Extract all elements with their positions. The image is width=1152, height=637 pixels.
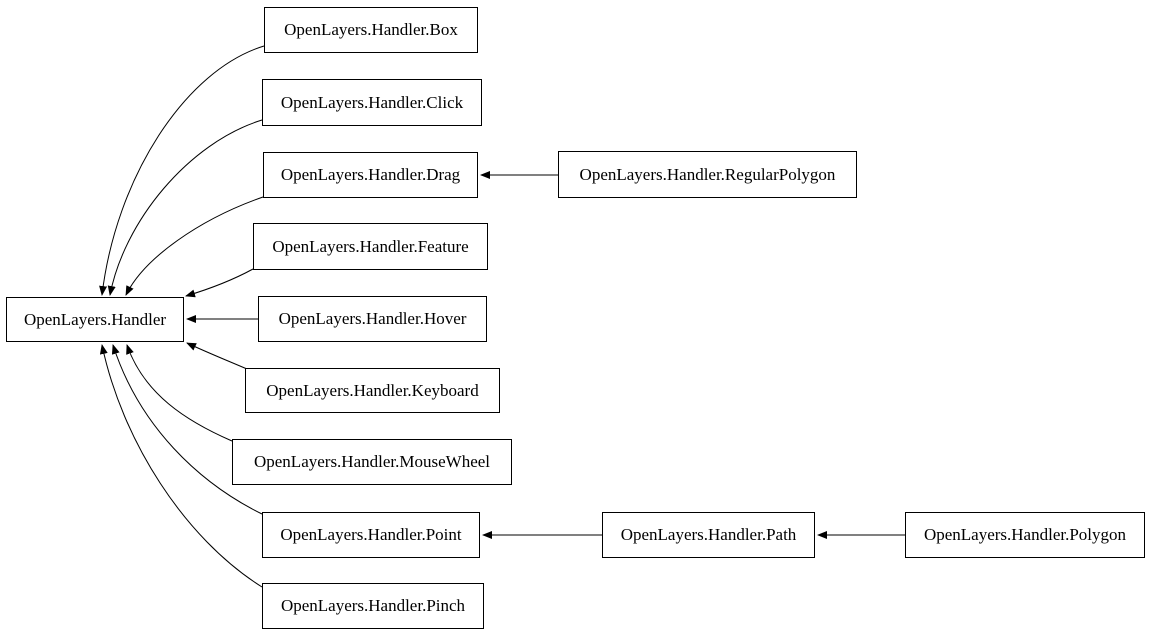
node-label: OpenLayers.Handler.Polygon (923, 525, 1127, 544)
node-openlayers-handler-path[interactable]: OpenLayers.Handler.Path (602, 512, 815, 558)
node-label: OpenLayers.Handler.Drag (280, 165, 461, 184)
node-label: OpenLayers.Handler.Path (620, 525, 797, 544)
node-label: OpenLayers.Handler.RegularPolygon (579, 164, 836, 184)
edge-drag-to-handler (125, 196, 264, 296)
node-label: OpenLayers.Handler (23, 309, 167, 329)
edge-click-to-handler (107, 119, 263, 296)
node-label: OpenLayers.Handler.MouseWheel (253, 452, 491, 471)
node-openlayers-handler-click[interactable]: OpenLayers.Handler.Click (262, 79, 482, 126)
node-label: OpenLayers.Handler.Keyboard (266, 380, 479, 400)
node-label: OpenLayers.Handler.Pinch (280, 596, 466, 615)
edge-pinch-to-handler (99, 344, 263, 588)
node-label: OpenLayers.Handler.Hover (278, 309, 467, 328)
node-label: OpenLayers.Handler.Feature (272, 236, 469, 256)
node-openlayers-handler-mousewheel[interactable]: OpenLayers.Handler.MouseWheel (232, 439, 512, 485)
node-openlayers-handler-drag[interactable]: OpenLayers.Handler.Drag (263, 152, 478, 198)
node-openlayers-handler-regularpolygon[interactable]: OpenLayers.Handler.RegularPolygon (558, 151, 857, 198)
node-openlayers-handler-box[interactable]: OpenLayers.Handler.Box (264, 7, 478, 53)
node-label: OpenLayers.Handler.Box (284, 20, 458, 39)
node-openlayers-handler-feature[interactable]: OpenLayers.Handler.Feature (253, 223, 488, 270)
node-label: OpenLayers.Handler.Point (280, 525, 462, 544)
node-openlayers-handler-keyboard[interactable]: OpenLayers.Handler.Keyboard (245, 368, 500, 413)
edge-keyboard-to-handler (186, 342, 248, 370)
node-openlayers-handler-point[interactable]: OpenLayers.Handler.Point (262, 512, 480, 558)
node-openlayers-handler[interactable]: OpenLayers.Handler (6, 297, 184, 342)
node-openlayers-handler-pinch[interactable]: OpenLayers.Handler.Pinch (262, 583, 484, 629)
edge-point-to-handler (111, 344, 263, 515)
node-openlayers-handler-polygon[interactable]: OpenLayers.Handler.Polygon (905, 512, 1145, 558)
edge-mousewheel-to-handler (126, 344, 233, 442)
edge-feature-to-handler (185, 268, 254, 298)
node-label: OpenLayers.Handler.Click (280, 92, 464, 112)
edge-box-to-handler (99, 45, 265, 296)
node-openlayers-handler-hover[interactable]: OpenLayers.Handler.Hover (258, 296, 487, 342)
